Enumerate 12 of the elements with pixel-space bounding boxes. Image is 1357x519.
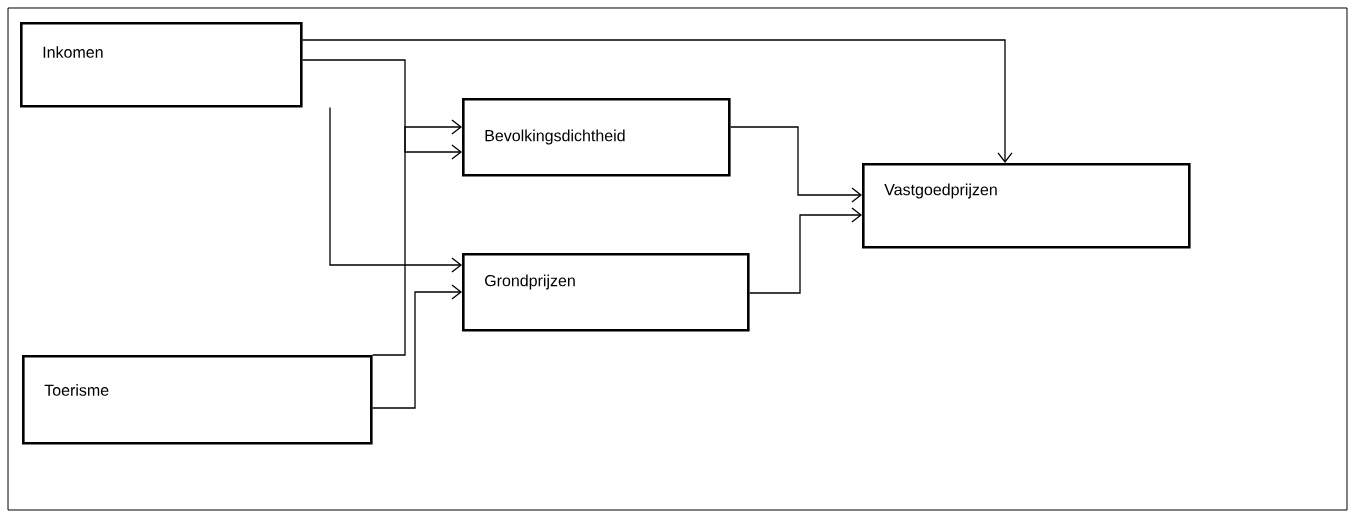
- arrow: [301, 39, 1013, 163]
- arrow: [371, 284, 462, 409]
- process-box: Grondprijzen: [462, 253, 750, 332]
- process-box: Bevolkingsdichtheid: [462, 98, 731, 177]
- arrow: [371, 119, 462, 356]
- arrow: [301, 59, 462, 160]
- process-box: Vastgoedprijzen: [862, 163, 1191, 249]
- process-box: Toerisme: [22, 355, 373, 445]
- arrow: [748, 207, 862, 294]
- arrow: [329, 106, 462, 273]
- process-box: Inkomen: [20, 22, 303, 108]
- arrow: [729, 126, 862, 203]
